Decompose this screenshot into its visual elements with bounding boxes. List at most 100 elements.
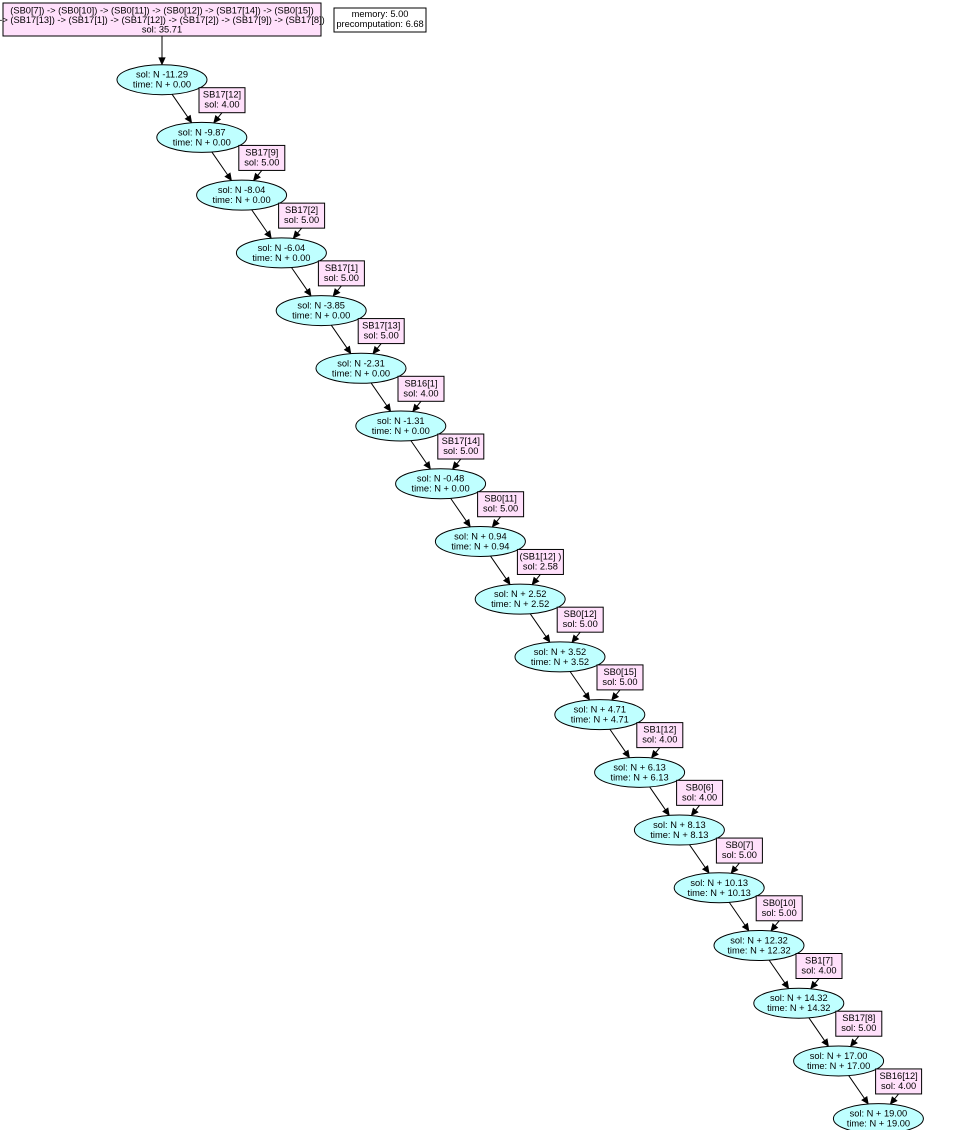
step-box: [397, 375, 445, 402]
edge-step-15-to-state-16: [770, 920, 780, 932]
edge-state-2-to-state-3: [211, 151, 232, 182]
state-sol: sol: N + 2.52: [494, 589, 546, 599]
step-node: SB0[15]sol: 5.00: [596, 664, 644, 691]
step-name: SB0[12]: [564, 609, 597, 619]
edge-step-4-to-state-5: [332, 285, 342, 297]
step-box: [556, 606, 604, 633]
step-name: SB17[2]: [285, 205, 318, 215]
edge-step-18-to-state-19: [889, 1093, 899, 1105]
step-sol: sol: 5.00: [324, 273, 359, 283]
state-time: time: N + 6.13: [611, 772, 669, 782]
step-node: SB17[8]sol: 5.00: [835, 1010, 883, 1037]
edge-state-1-to-state-2: [171, 94, 193, 124]
step-box: [238, 144, 286, 171]
step-box: [875, 1068, 923, 1095]
edge-step-12-to-state-13: [650, 747, 661, 759]
step-node: SB16[12]sol: 4.00: [875, 1068, 923, 1095]
state-sol: sol: N + 19.00: [850, 1109, 908, 1119]
step-box: [835, 1010, 883, 1037]
edge-step-11-to-state-12: [611, 689, 621, 701]
edge-state-9-to-state-10: [490, 555, 511, 586]
edge-state-15-to-state-16: [728, 902, 750, 932]
step-sol: sol: 4.00: [403, 388, 438, 398]
state-ellipse: [673, 872, 765, 904]
step-sol: sol: 5.00: [443, 446, 478, 456]
step-node: SB0[12]sol: 5.00: [556, 606, 604, 633]
edge-state-17-to-state-18: [808, 1017, 829, 1047]
state-ellipse: [474, 583, 566, 615]
edge-step-7-to-state-8: [451, 458, 462, 470]
step-box: [437, 433, 485, 460]
step-sol: sol: 4.00: [881, 1081, 916, 1091]
state-time: time: N + 0.00: [133, 80, 191, 90]
step-name: SB17[9]: [245, 147, 278, 157]
step-sol: sol: 5.00: [841, 1023, 876, 1033]
step-name: SB0[7]: [725, 840, 753, 850]
state-time: time: N + 4.71: [571, 715, 629, 725]
step-sol: sol: 4.00: [682, 792, 717, 802]
step-sol: sol: 5.00: [722, 850, 757, 860]
state-sol: sol: N -1.31: [377, 416, 425, 426]
step-box: [477, 491, 525, 518]
step-node: SB1[12]sol: 4.00: [636, 722, 684, 749]
state-ellipse: [315, 352, 407, 384]
edge-header-to-state-1: [158, 36, 166, 66]
step-name: SB0[10]: [763, 898, 796, 908]
step-node: (SB1[12] )sol: 2.58: [516, 548, 564, 575]
step-box: [636, 722, 684, 749]
step-name: SB0[11]: [484, 494, 516, 504]
step-node: SB0[11]sol: 5.00: [477, 491, 525, 518]
step-node: SB1[7]sol: 4.00: [795, 953, 843, 979]
state-sol: sol: N -0.48: [417, 474, 465, 484]
state-time: time: N + 2.52: [491, 599, 549, 609]
header-sol: sol: 35.71: [142, 25, 182, 35]
state-ellipse: [156, 121, 248, 153]
step-sol: sol: 5.00: [762, 908, 797, 918]
state-ellipse: [554, 699, 646, 731]
state-sol: sol: N + 10.13: [690, 878, 748, 888]
step-name: SB17[14]: [442, 436, 480, 446]
edge-step-2-to-state-3: [252, 170, 263, 182]
edge-step-9-to-state-10: [531, 574, 541, 586]
edge-state-8-to-state-9: [450, 498, 471, 528]
step-sol: sol: 4.00: [204, 100, 239, 110]
edge-state-12-to-state-13: [609, 728, 630, 759]
step-sol: sol: 5.00: [284, 215, 319, 225]
header-line-1: (SB0[7]) -> (SB0[10]) -> (SB0[11]) -> (S…: [10, 6, 313, 16]
info-box: [333, 7, 427, 33]
step-name: SB0[15]: [603, 667, 636, 677]
step-node: SB17[13]sol: 5.00: [357, 318, 405, 345]
step-sol: sol: 5.00: [364, 331, 399, 341]
edge-step-5-to-state-6: [372, 343, 382, 355]
state-ellipse: [196, 179, 288, 211]
step-name: SB16[12]: [879, 1071, 917, 1081]
step-name: SB1[12]: [643, 725, 676, 735]
state-time: time: N + 0.00: [292, 311, 350, 321]
state-time: time: N + 17.00: [807, 1061, 870, 1071]
header-line-2: -> (SB17[13]) -> (SB17[1]) -> (SB17[12])…: [0, 15, 325, 25]
step-node: SB0[6]sol: 4.00: [676, 779, 724, 806]
step-sol: sol: 4.00: [801, 966, 836, 976]
step-sol: sol: 5.00: [602, 677, 637, 687]
state-ellipse: [514, 641, 606, 673]
edge-state-14-to-state-15: [689, 844, 710, 874]
edge-step-17-to-state-18: [849, 1035, 860, 1048]
state-sol: sol: N + 6.13: [613, 762, 665, 772]
edge-state-18-to-state-19: [848, 1075, 869, 1105]
step-node: SB0[10]sol: 5.00: [755, 895, 803, 922]
edge-step-13-to-state-14: [690, 805, 700, 817]
state-time: time: N + 0.00: [372, 426, 430, 436]
state-time: time: N + 0.00: [252, 253, 310, 263]
step-box: [317, 260, 365, 287]
state-sol: sol: N + 0.94: [454, 531, 506, 541]
